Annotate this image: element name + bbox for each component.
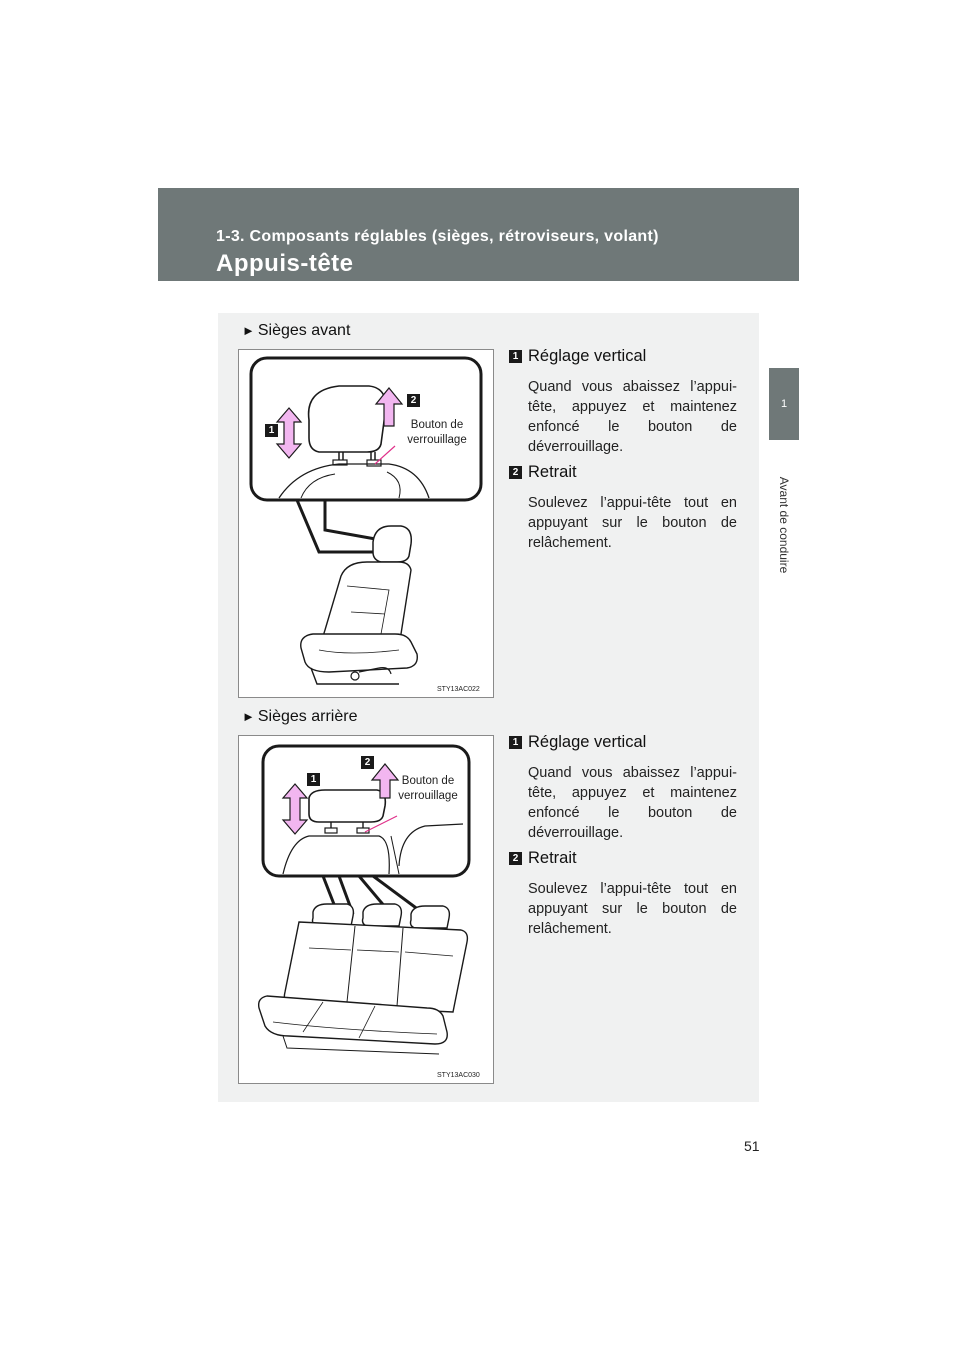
- figure-badge-1: 1: [307, 773, 320, 786]
- step-number: 1: [509, 736, 522, 749]
- rear-seats-subheading: ►Sièges arrière: [242, 708, 357, 726]
- figure-badge-2: 2: [361, 756, 374, 769]
- figure-badge-2: 2: [407, 394, 420, 407]
- step-number: 2: [509, 852, 522, 865]
- step-title: Réglage vertical: [528, 347, 647, 365]
- chapter-label: Avant de conduire: [772, 470, 796, 580]
- front-seat-figure: 1 2 Bouton de verrouillage STY13AC022: [238, 349, 494, 698]
- page-title: Appuis-tête: [216, 250, 354, 277]
- lock-button-callout: Bouton de verrouillage: [398, 775, 458, 802]
- step-title: Retrait: [528, 849, 577, 867]
- rear-seats-subheading-text: Sièges arrière: [257, 708, 358, 725]
- page-number: 51: [744, 1138, 760, 1154]
- triangle-icon: ►: [242, 323, 255, 338]
- lock-button-callout: Bouton de verrouillage: [407, 419, 467, 446]
- figure-badge-1: 1: [265, 424, 278, 437]
- figure-code: STY13AC030: [437, 1072, 480, 1079]
- front-step-1: 1 Réglage vertical Quand vous abaissez l…: [509, 347, 737, 462]
- step-title: Réglage vertical: [528, 733, 647, 751]
- rear-step-1: 1 Réglage vertical Quand vous abaissez l…: [509, 733, 737, 848]
- rear-seat-figure: 1 2 Bouton de verrouillage STY13AC030: [238, 735, 494, 1084]
- triangle-icon: ►: [242, 709, 255, 724]
- section-title: 1-3. Composants réglables (sièges, rétro…: [216, 228, 659, 245]
- step-description: Quand vous abaissez l’appui-tête, appuye…: [528, 765, 737, 841]
- step-description: Quand vous abaissez l’appui-tête, appuye…: [528, 379, 737, 455]
- front-seats-subheading: ►Sièges avant: [242, 322, 350, 340]
- chapter-tab: 1: [769, 368, 799, 440]
- front-step-2: 2 Retrait Soulevez l’appui-tête tout en …: [509, 463, 737, 558]
- step-number: 1: [509, 350, 522, 363]
- step-number: 2: [509, 466, 522, 479]
- step-title: Retrait: [528, 463, 577, 481]
- chapter-label-text: Avant de conduire: [777, 476, 791, 574]
- figure-code: STY13AC022: [437, 686, 480, 693]
- step-description: Soulevez l’appui-tête tout en appuyant s…: [528, 495, 737, 551]
- front-seat-illustration: [249, 356, 483, 685]
- rear-step-2: 2 Retrait Soulevez l’appui-tête tout en …: [509, 849, 737, 944]
- step-description: Soulevez l’appui-tête tout en appuyant s…: [528, 881, 737, 937]
- chapter-header: 1-3. Composants réglables (sièges, rétro…: [158, 188, 799, 281]
- front-seats-subheading-text: Sièges avant: [257, 322, 351, 339]
